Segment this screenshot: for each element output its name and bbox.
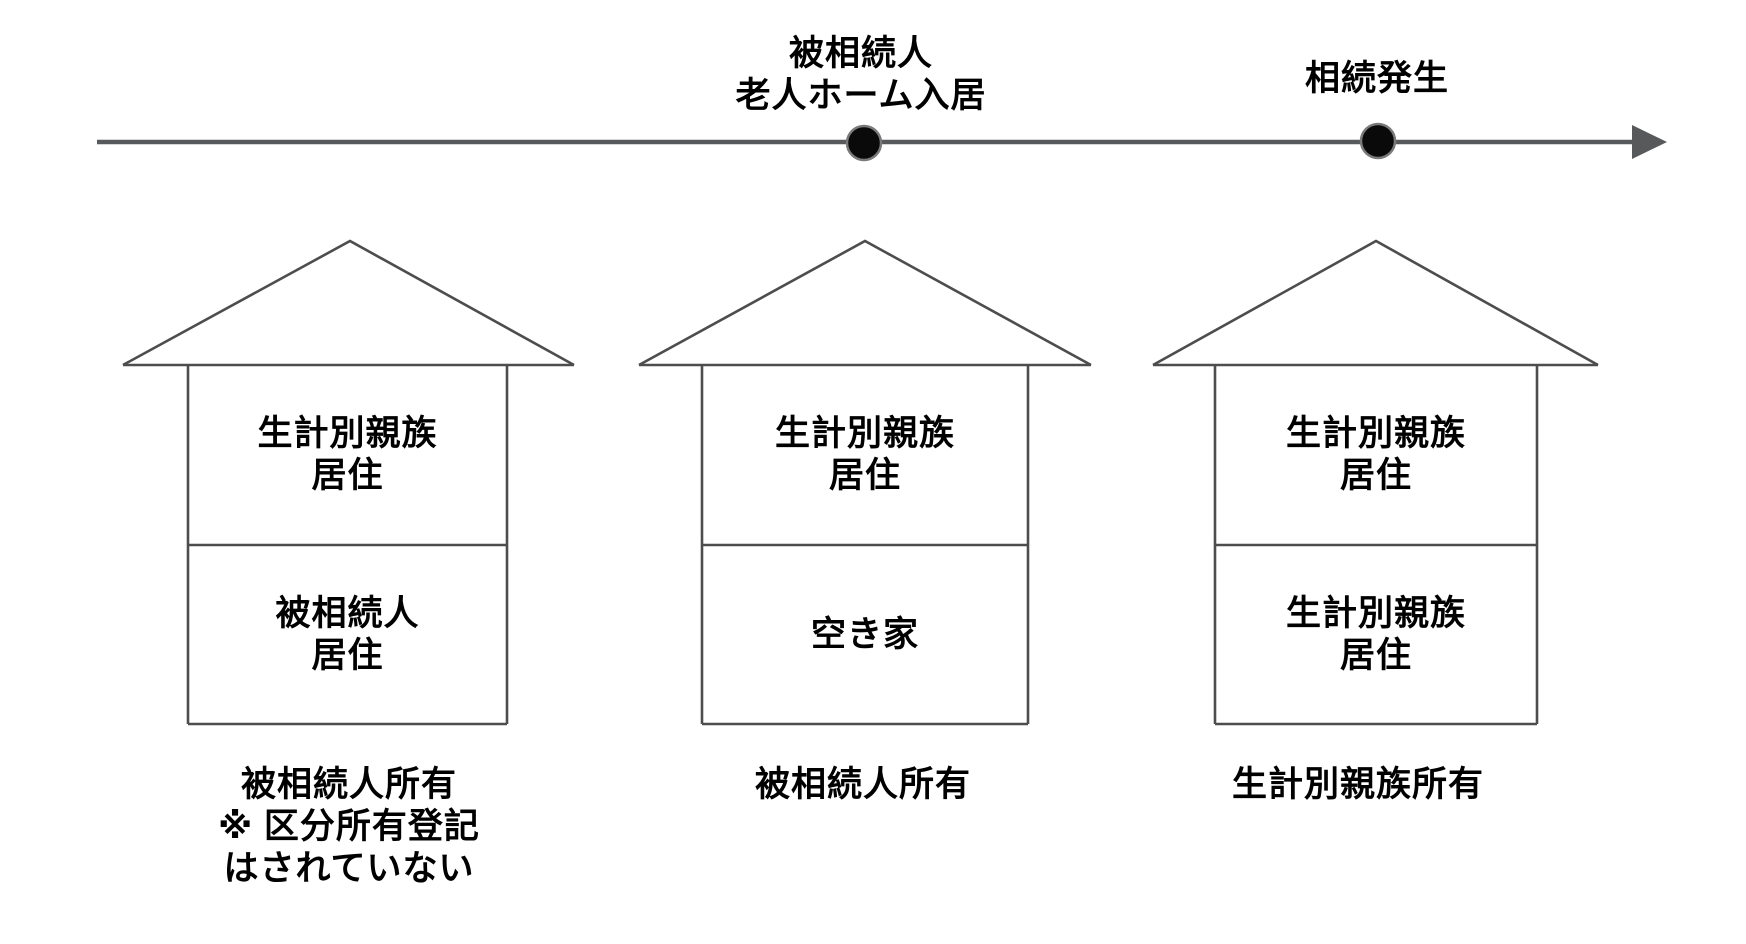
house-2-owner-caption: 被相続人所有 bbox=[754, 765, 971, 804]
timeline-event-label-nursing-home: 被相続人 老人ホーム入居 bbox=[735, 34, 987, 115]
house-2-roof bbox=[638, 239, 1092, 367]
timeline-event-label-inheritance: 相続発生 bbox=[1304, 59, 1449, 98]
house-1-roof bbox=[122, 239, 575, 367]
house-1-lower-floor-label: 被相続人 居住 bbox=[275, 593, 420, 675]
arrowhead-icon bbox=[1632, 125, 1667, 159]
house-2 bbox=[638, 239, 1092, 726]
house-3-roof bbox=[1152, 239, 1599, 367]
event-marker-inheritance-icon bbox=[1359, 122, 1397, 160]
house-2-upper-floor-label: 生計別親族 居住 bbox=[774, 414, 955, 495]
house-3 bbox=[1152, 239, 1599, 726]
house-2-lower-floor-label: 空き家 bbox=[810, 614, 919, 654]
timeline-axis bbox=[97, 122, 1667, 162]
house-3-upper-floor-label: 生計別親族 居住 bbox=[1285, 414, 1466, 495]
house-1-owner-caption: 被相続人所有 ※ 区分所有登記 はされていない bbox=[218, 765, 480, 888]
house-3-owner-caption: 生計別親族所有 bbox=[1231, 765, 1484, 804]
house-1 bbox=[122, 239, 575, 726]
house-1-upper-floor-label: 生計別親族 居住 bbox=[257, 414, 438, 495]
house-3-lower-floor-label: 生計別親族 居住 bbox=[1285, 593, 1466, 675]
event-marker-nursing-home-icon bbox=[845, 124, 883, 162]
